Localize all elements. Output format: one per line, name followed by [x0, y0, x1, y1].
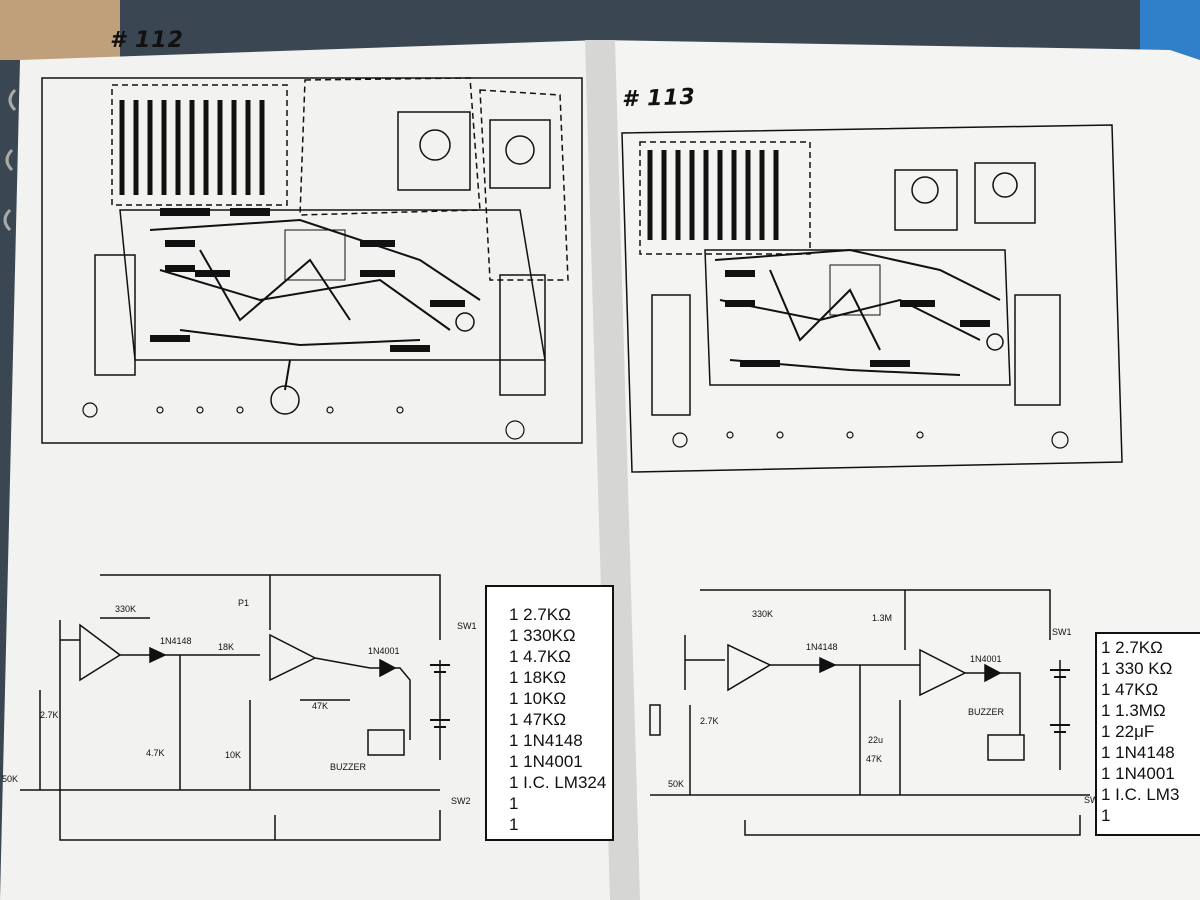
- left-part-item: 1: [509, 794, 519, 813]
- right-part-item: 1 1N4148: [1101, 743, 1175, 762]
- right-part-item: 1 22μF: [1101, 722, 1155, 741]
- left-battery: [430, 664, 450, 728]
- left-part-item: 1 2.7KΩ: [509, 605, 571, 624]
- right-label-sw1: SW1: [1052, 627, 1072, 637]
- left-page: [0, 40, 640, 900]
- left-part-item: 1 1N4001: [509, 752, 583, 771]
- right-speaker-grille: [647, 150, 779, 240]
- right-schematic: [649, 589, 1090, 836]
- left-part-item: 1 47KΩ: [509, 710, 567, 729]
- left-label-10k: 10K: [225, 750, 242, 760]
- left-label-50k: 50K: [2, 774, 19, 784]
- right-part-item: 1 1N4001: [1101, 764, 1175, 783]
- left-label-47k: 47K: [312, 701, 329, 711]
- right-part-item: 1 330 KΩ: [1101, 659, 1173, 678]
- right-page: [600, 40, 1200, 900]
- right-part-item: 1: [1101, 806, 1111, 825]
- left-label-sw2: SW2: [451, 796, 471, 806]
- left-label-1n4148: 1N4148: [160, 636, 192, 646]
- right-mount-holes: [672, 431, 1069, 449]
- left-label-4-7k: 4.7K: [146, 748, 165, 758]
- right-part-item: 1 47KΩ: [1101, 680, 1159, 699]
- left-schematic: [20, 574, 441, 841]
- left-pcb-layout: [41, 77, 583, 444]
- right-label-sw2: SW2: [1084, 795, 1104, 805]
- right-part-item: 1 I.C. LM3: [1101, 785, 1180, 804]
- left-parts-list: 1 2.7KΩ 1 330KΩ 1 4.7KΩ 1 18KΩ 1 10KΩ 1 …: [485, 585, 614, 841]
- right-label-50k: 50K: [668, 779, 685, 789]
- right-label-2-7k: 2.7K: [700, 716, 719, 726]
- left-part-item: 1 10KΩ: [509, 689, 567, 708]
- right-label-1n4148: 1N4148: [806, 642, 838, 652]
- left-label-18k: 18K: [218, 642, 235, 652]
- right-label-1-3m: 1.3M: [872, 613, 893, 623]
- right-label-buzzer: BUZZER: [968, 707, 1004, 717]
- left-part-item: 1 18KΩ: [509, 668, 567, 687]
- right-label-22u: 22u: [868, 735, 884, 745]
- right-label-1n4001: 1N4001: [970, 654, 1002, 664]
- left-component-dots: [150, 208, 465, 352]
- right-pcb-layout: [621, 124, 1123, 473]
- left-part-item: 1: [509, 815, 519, 834]
- right-parts-list: 1 2.7KΩ 1 330 KΩ 1 47KΩ 1 1.3MΩ 1 22μF 1…: [1095, 632, 1200, 836]
- left-part-item: 1 I.C. LM324: [509, 773, 607, 792]
- right-label-47k: 47K: [866, 754, 883, 764]
- right-component-dots: [725, 264, 990, 367]
- right-battery: [1050, 669, 1070, 733]
- left-label-p1: P1: [238, 598, 250, 608]
- left-label-2-7k: 2.7K: [40, 710, 59, 720]
- right-part-item: 1 2.7KΩ: [1101, 638, 1163, 657]
- left-part-item: 1 4.7KΩ: [509, 647, 571, 666]
- left-part-item: 1 1N4148: [509, 731, 583, 750]
- left-label-sw1: SW1: [457, 621, 477, 631]
- left-label-buzzer: BUZZER: [330, 762, 366, 772]
- left-label-330k: 330K: [115, 604, 137, 614]
- left-page-title: # 112: [110, 28, 184, 53]
- left-speaker-grille: [119, 100, 265, 195]
- right-part-item: 1 1.3MΩ: [1101, 701, 1166, 720]
- right-page-title: # 113: [621, 84, 697, 113]
- left-part-item: 1 330KΩ: [509, 626, 576, 645]
- left-mount-holes: [82, 402, 525, 440]
- right-label-330k: 330K: [752, 609, 774, 619]
- left-label-1n4001: 1N4001: [368, 646, 400, 656]
